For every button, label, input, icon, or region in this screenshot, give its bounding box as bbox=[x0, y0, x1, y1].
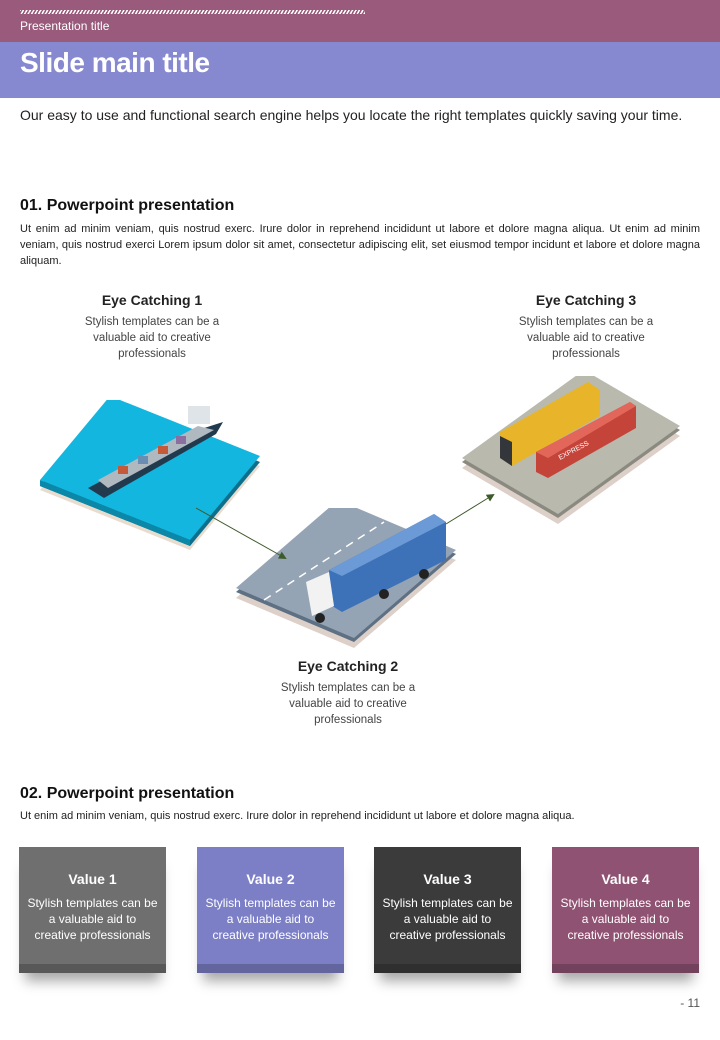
eye-catching-title: Eye Catching 2 bbox=[297, 658, 399, 674]
header-bar: Presentation title bbox=[0, 0, 720, 42]
card-footer-bar bbox=[197, 964, 344, 973]
eye-catching-1: Eye Catching 1 Stylish templates can be … bbox=[62, 292, 242, 362]
value-title: Value 1 bbox=[68, 871, 117, 887]
value-card-2: Value 2 Stylish templates can be a valua… bbox=[197, 847, 344, 973]
card-footer-bar bbox=[19, 964, 166, 973]
slide-title: Slide main title bbox=[20, 47, 210, 78]
eye-catching-2: Eye Catching 2 Stylish templates can be … bbox=[258, 658, 438, 728]
card-footer-bar bbox=[374, 964, 521, 973]
truck-illustration bbox=[236, 508, 456, 648]
value-desc: Stylish templates can be a valuable aid … bbox=[27, 896, 158, 942]
value-desc: Stylish templates can be a valuable aid … bbox=[560, 896, 691, 942]
title-band bbox=[0, 42, 720, 98]
eye-catching-3: Eye Catching 3 Stylish templates can be … bbox=[496, 292, 676, 362]
value-title: Value 2 bbox=[246, 871, 295, 887]
train-illustration: EXPRESS bbox=[462, 376, 680, 524]
eye-catching-title: Eye Catching 3 bbox=[535, 292, 637, 308]
value-desc: Stylish templates can be a valuable aid … bbox=[205, 896, 336, 942]
eye-catching-desc: Stylish templates can be a valuable aid … bbox=[84, 316, 220, 360]
value-desc: Stylish templates can be a valuable aid … bbox=[382, 896, 513, 942]
eye-catching-desc: Stylish templates can be a valuable aid … bbox=[518, 316, 654, 360]
card-footer-bar bbox=[552, 964, 699, 973]
section2-text: Ut enim ad minim veniam, quis nostrud ex… bbox=[20, 810, 575, 822]
intro-text: Our easy to use and functional search en… bbox=[20, 107, 683, 123]
cargo-ship-illustration bbox=[40, 400, 260, 550]
section1-text: Ut enim ad minim veniam, quis nostrud ex… bbox=[20, 223, 700, 267]
eye-catching-title: Eye Catching 1 bbox=[101, 292, 203, 308]
section1-heading: 01. Powerpoint presentation bbox=[20, 197, 235, 214]
value-title: Value 3 bbox=[423, 871, 472, 887]
value-card-3: Value 3 Stylish templates can be a valua… bbox=[374, 847, 521, 973]
value-card-1: Value 1 Stylish templates can be a valua… bbox=[19, 847, 166, 973]
eye-catching-desc: Stylish templates can be a valuable aid … bbox=[280, 682, 416, 726]
presentation-title: Presentation title bbox=[20, 19, 110, 33]
value-title: Value 4 bbox=[601, 871, 650, 887]
section2-heading: 02. Powerpoint presentation bbox=[20, 785, 235, 802]
value-card-4: Value 4 Stylish templates can be a valua… bbox=[552, 847, 699, 973]
arrow-truck-to-train bbox=[445, 493, 495, 525]
arrow-ship-to-truck bbox=[195, 507, 287, 559]
page-number: - 11 bbox=[680, 996, 700, 1010]
decorative-stripe bbox=[20, 10, 365, 14]
